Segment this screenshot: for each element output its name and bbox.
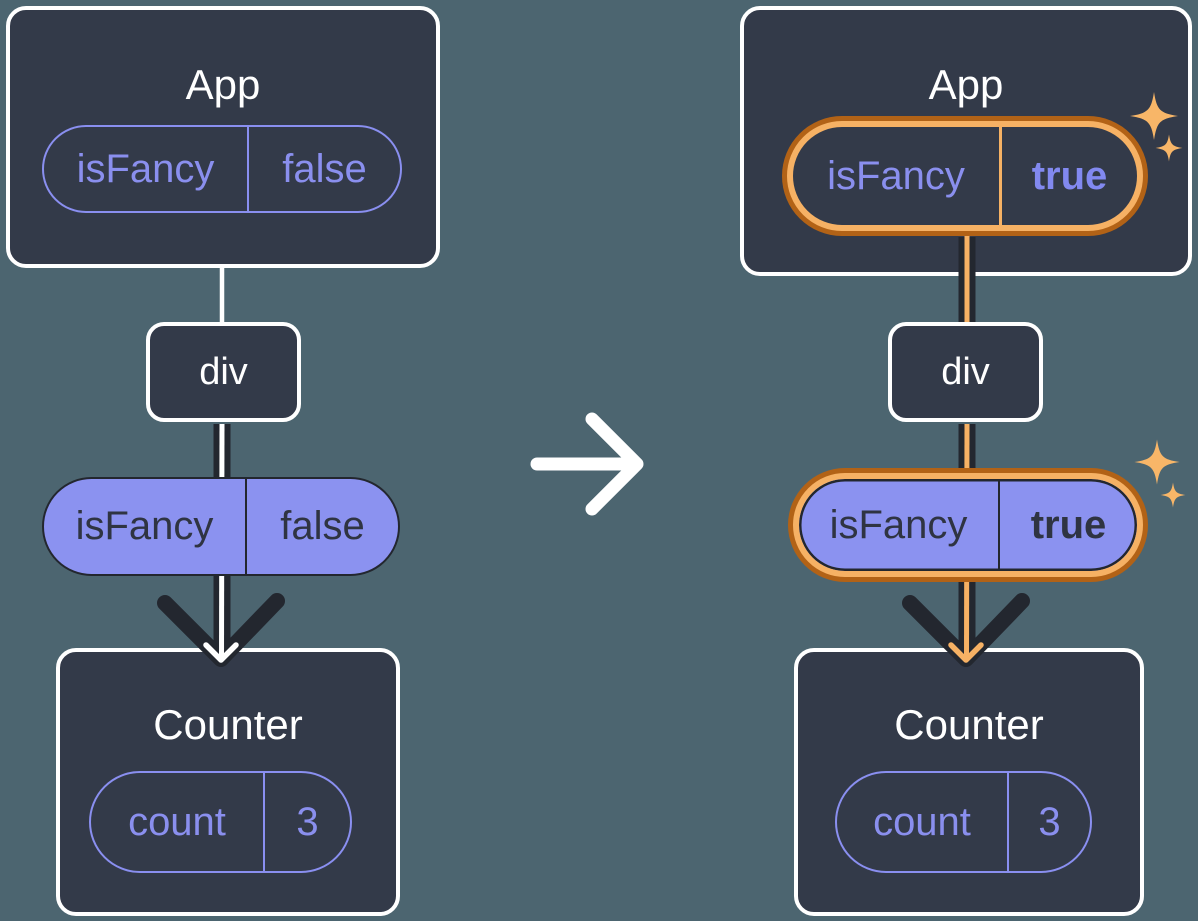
transition-arrow-icon (530, 412, 644, 516)
div-label: div (941, 350, 990, 393)
prop-name: isFancy (75, 504, 214, 548)
state-pill-counter-right: count 3 (835, 771, 1092, 873)
state-pill-app-right-highlighted: isFancy true (787, 121, 1143, 231)
counter-title: Counter (153, 701, 303, 748)
sparkle-icon (1160, 482, 1186, 508)
app-title: App (928, 61, 1004, 108)
state-pill-app-left: isFancy false (42, 125, 402, 213)
state-value: 3 (263, 773, 350, 871)
prop-name: isFancy (829, 502, 968, 547)
state-name: count (128, 799, 226, 844)
prop-value: true (998, 479, 1137, 571)
state-name: isFancy (827, 153, 965, 198)
state-value: false (247, 127, 400, 211)
div-node-right: div (888, 322, 1043, 422)
sparkle-icon (1134, 439, 1180, 485)
div-label: div (199, 350, 248, 393)
state-value: 3 (1007, 773, 1090, 871)
state-pill-counter-left: count 3 (89, 771, 352, 873)
state-name: isFancy (76, 146, 215, 191)
div-node-left: div (146, 322, 301, 422)
state-name: count (873, 799, 971, 844)
state-value: true (999, 127, 1137, 225)
prop-pill-left: isFancy false (42, 477, 400, 576)
prop-pill-right-highlighted: isFancy true (793, 473, 1143, 577)
prop-value: false (245, 479, 398, 574)
app-title: App (185, 61, 261, 108)
counter-title: Counter (894, 701, 1044, 748)
